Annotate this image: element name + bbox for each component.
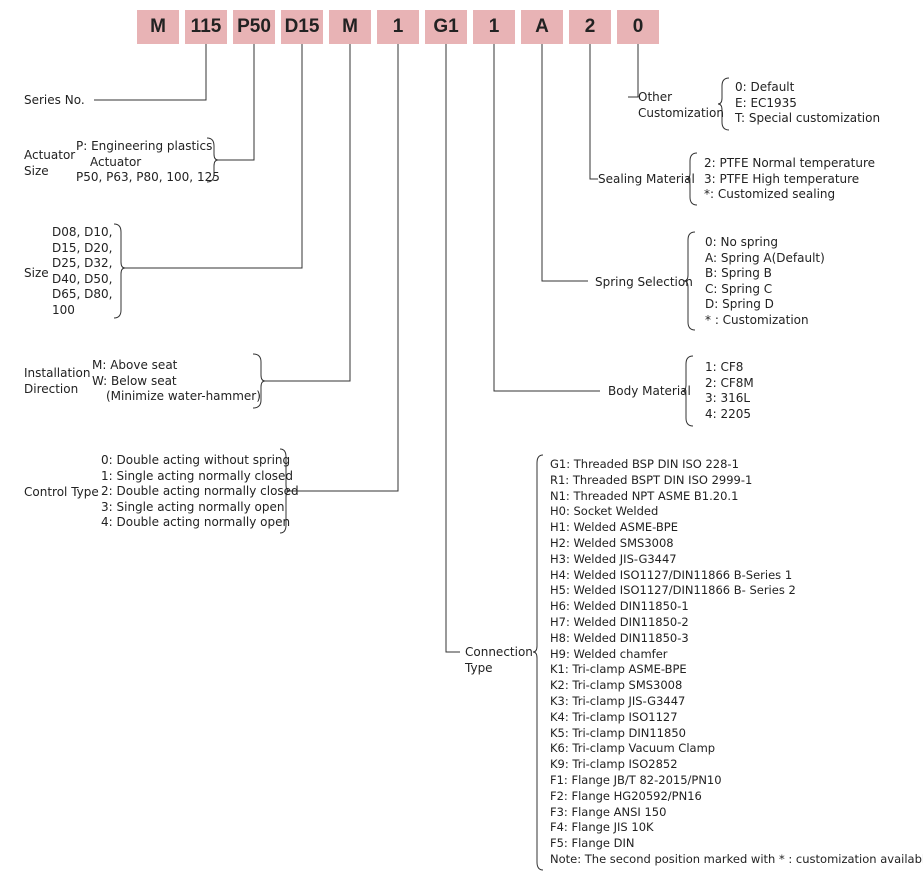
connection-option: N1: Threaded NPT ASME B1.20.1	[550, 488, 739, 503]
spring-option: A: Spring A(Default)	[705, 250, 825, 265]
spring-selection-label: Spring Selection	[595, 275, 693, 289]
code-box-installation: M	[329, 10, 371, 44]
sealing-material-options: 2: PTFE Normal temperature 3: PTFE High …	[704, 156, 875, 203]
code-box-series-no: 115	[185, 10, 227, 44]
code-box-body-material: 1	[473, 10, 515, 44]
other-customization-options: 0: Default E: EC1935 T: Special customiz…	[735, 80, 880, 127]
size-option: D15, D20,	[52, 240, 113, 255]
sealing-option: *: Customized sealing	[704, 187, 836, 201]
connection-label-line-2: Type	[465, 660, 493, 675]
sealing-option: 3: PTFE High temperature	[704, 171, 860, 186]
spring-option: D: Spring D	[705, 297, 774, 311]
installation-options: M: Above seat W: Below seat (Minimize wa…	[92, 358, 261, 405]
actuator-option-2: Actuator	[90, 154, 142, 169]
actuator-option-3: P50, P63, P80, 100, 125	[76, 170, 220, 184]
connection-type-label: Connection Type	[465, 645, 533, 676]
connection-option: F2: Flange HG20592/PN16	[550, 788, 702, 803]
sealing-option: 2: PTFE Normal temperature	[704, 156, 876, 170]
code-box-spring: A	[521, 10, 563, 44]
connection-option: G1: Threaded BSP DIN ISO 228-1	[550, 457, 739, 471]
connection-note: Note: The second position marked with * …	[550, 851, 923, 866]
connection-option: F4: Flange JIS 10K	[550, 820, 654, 835]
installation-option: (Minimize water-hammer)	[106, 389, 261, 403]
other-option: 0: Default	[735, 80, 795, 94]
installation-option: W: Below seat	[92, 373, 177, 388]
connection-option: H0: Socket Welded	[550, 504, 659, 519]
other-option: E: EC1935	[735, 95, 797, 110]
other-label-line-1: Other	[638, 90, 673, 104]
connection-option: K1: Tri-clamp ASME-BPE	[550, 662, 687, 677]
connection-option: H8: Welded DIN11850-3	[550, 630, 689, 645]
other-customization-label: Other Customization	[638, 90, 724, 121]
connection-option: K4: Tri-clamp ISO1127	[550, 709, 678, 724]
control-option: 3: Single acting normally open	[101, 499, 285, 514]
code-box-control-type: 1	[377, 10, 419, 44]
body-option: 2: CF8M	[705, 375, 754, 390]
other-option: T: Special customization	[735, 111, 881, 125]
size-options: D08, D10, D15, D20, D25, D32, D40, D50, …	[52, 225, 112, 318]
actuator-size-options: P: Engineering plastics Actuator P50, P6…	[76, 139, 220, 186]
control-option: 4: Double acting normally open	[101, 515, 291, 529]
connection-option: H9: Welded chamfer	[550, 646, 668, 661]
installation-label-line-1: Installation	[24, 366, 91, 380]
body-material-label: Body Material	[608, 384, 691, 398]
connection-option: R1: Threaded BSPT DIN ISO 2999-1	[550, 472, 753, 487]
installation-label-line-2: Direction	[24, 381, 79, 396]
actuator-size-label: Actuator Size	[24, 148, 75, 179]
connection-option: H6: Welded DIN11850-1	[550, 599, 689, 614]
connection-option: K2: Tri-clamp SMS3008	[550, 678, 683, 693]
code-box-actuator-size: P50	[233, 10, 275, 44]
spring-option: B: Spring B	[705, 266, 772, 280]
size-label: Size	[24, 266, 49, 280]
connection-option: H1: Welded ASME-BPE	[550, 520, 678, 535]
connection-option: K5: Tri-clamp DIN11850	[550, 725, 686, 740]
body-material-options: 1: CF8 2: CF8M 3: 316L 4: 2205	[705, 360, 754, 422]
connection-option: H5: Welded ISO1127/DIN11866 B- Series 2	[550, 583, 796, 598]
actuator-size-label-line-1: Actuator	[24, 148, 76, 162]
connection-option: H7: Welded DIN11850-2	[550, 614, 689, 629]
connection-label-line-1: Connection	[465, 645, 533, 659]
series-no-label: Series No.	[24, 93, 85, 107]
size-option: D08, D10,	[52, 225, 113, 239]
code-box-connection-type: G1	[425, 10, 467, 44]
connection-option: H2: Welded SMS3008	[550, 535, 674, 550]
spring-option: C: Spring C	[705, 281, 773, 296]
spring-option: 0: No spring	[705, 235, 778, 249]
code-box-series: M	[137, 10, 179, 44]
connection-option: H3: Welded JIS-G3447	[550, 551, 677, 566]
spring-selection-options: 0: No spring A: Spring A(Default) B: Spr…	[705, 235, 825, 328]
actuator-option-1: P: Engineering plastics	[76, 139, 213, 153]
sealing-material-label: Sealing Material	[598, 172, 695, 186]
installation-option: M: Above seat	[92, 358, 178, 372]
code-box-sealing: 2	[569, 10, 611, 44]
connection-type-options: G1: Threaded BSP DIN ISO 228-1 R1: Threa…	[550, 457, 923, 868]
body-option: 1: CF8	[705, 360, 744, 374]
control-type-label: Control Type	[24, 485, 99, 499]
body-option: 4: 2205	[705, 406, 752, 421]
actuator-size-label-line-2: Size	[24, 163, 49, 178]
connection-option: F3: Flange ANSI 150	[550, 804, 667, 819]
spring-option: * : Customization	[705, 312, 809, 327]
other-label-line-2: Customization	[638, 105, 724, 120]
control-option: 2: Double acting normally closed	[101, 484, 299, 498]
size-option: D40, D50,	[52, 271, 113, 286]
connection-option: K3: Tri-clamp JIS-G3447	[550, 693, 686, 708]
connection-option: K9: Tri-clamp ISO2852	[550, 757, 678, 772]
connection-option: F1: Flange JB/T 82-2015/PN10	[550, 772, 722, 787]
connection-option: F5: Flange DIN	[550, 836, 635, 851]
code-box-other: 0	[617, 10, 659, 44]
body-option: 3: 316L	[705, 391, 751, 405]
size-option: D25, D32,	[52, 256, 113, 270]
connection-option: H4: Welded ISO1127/DIN11866 B-Series 1	[550, 567, 793, 582]
code-box-size: D15	[281, 10, 323, 44]
control-type-options: 0: Double acting without spring 1: Singl…	[101, 453, 299, 531]
size-option: D65, D80,	[52, 287, 113, 301]
connection-option: K6: Tri-clamp Vacuum Clamp	[550, 741, 716, 756]
installation-direction-label: Installation Direction	[24, 366, 90, 397]
size-option: 100	[52, 302, 75, 317]
control-option: 1: Single acting normally closed	[101, 468, 294, 483]
control-option: 0: Double acting without spring	[101, 453, 291, 467]
